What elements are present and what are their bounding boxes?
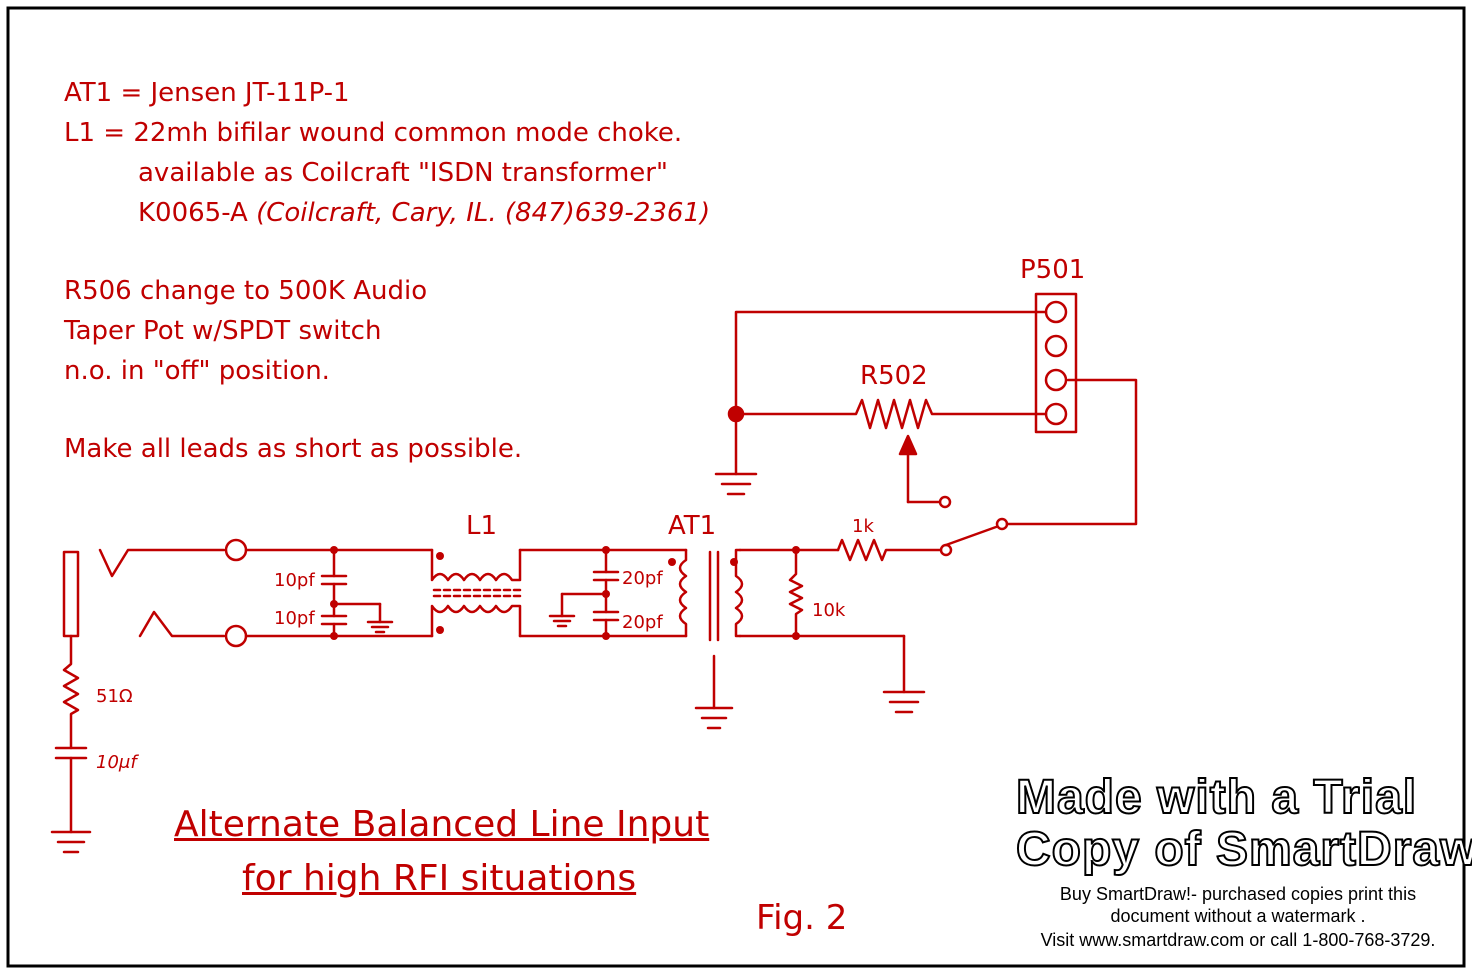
l1-dot-bottom	[436, 626, 444, 634]
watermark-copy-text: document without a watermark .	[1110, 906, 1366, 926]
at1-primary	[678, 548, 688, 638]
figure-number: Fig. 2	[756, 898, 848, 938]
p501-pin-2	[1044, 334, 1068, 358]
junction-dot	[727, 405, 745, 423]
r502-potentiometer	[734, 398, 1048, 430]
note-part-number: K0065-A (Coilcraft, Cary, IL. (847)639-2…	[138, 198, 710, 228]
resistor-1k	[836, 538, 942, 562]
terminal-top	[224, 538, 248, 562]
l1-dot-top	[436, 552, 444, 560]
note-taper-pot: Taper Pot w/SPDT switch	[64, 316, 382, 346]
label-cap-20pf-top: 20pf	[622, 568, 663, 589]
label-1k: 1k	[852, 516, 874, 537]
note-part-code: K0065-A	[138, 198, 248, 228]
ground-symbol-right	[882, 690, 926, 714]
p501-pin-1	[1044, 300, 1068, 324]
note-l1: L1 = 22mh bifilar wound common mode chok…	[64, 118, 683, 148]
label-at1: AT1	[668, 511, 716, 541]
label-10uf: 10μf	[96, 752, 139, 773]
note-off-position: n.o. in "off" position.	[64, 356, 330, 386]
l1-winding-top	[430, 548, 522, 582]
page-border	[6, 6, 1466, 968]
label-r502: R502	[860, 361, 928, 391]
note-short-leads: Make all leads as short as possible.	[64, 434, 523, 464]
p501-pin-4	[1044, 402, 1068, 426]
watermark-line1: Made with a Trial	[1015, 770, 1418, 825]
switch-contact-b	[995, 517, 1009, 531]
watermark-line2: Copy of SmartDraw	[1015, 822, 1472, 877]
resistor-10k	[788, 548, 804, 638]
r502-wiper-arrow	[898, 434, 918, 456]
ground-symbol-at1	[694, 706, 734, 730]
at1-dot-secondary	[730, 558, 738, 566]
jack-ring	[138, 610, 226, 638]
label-10k: 10k	[812, 600, 846, 621]
watermark-buy-text: Buy SmartDraw!- purchased copies print t…	[1059, 884, 1417, 904]
jack-sleeve	[62, 550, 80, 638]
note-part-contact: (Coilcraft, Cary, IL. (847)639-2361)	[256, 198, 711, 228]
p501-pin-3	[1044, 368, 1068, 392]
l1-winding-bottom	[430, 604, 522, 638]
at1-secondary	[734, 548, 744, 638]
note-at1: AT1 = Jensen JT-11P-1	[64, 78, 350, 108]
label-cap-10pf-bottom: 10pf	[274, 608, 315, 629]
resistor-51-ohm	[62, 634, 80, 750]
diagram-title-line2: for high RFI situations	[242, 858, 637, 899]
label-p501: P501	[1020, 255, 1085, 285]
switch-contact-a	[939, 543, 953, 557]
note-coilcraft: available as Coilcraft "ISDN transformer…	[138, 158, 668, 188]
r502-wiper-terminal	[938, 495, 952, 509]
label-l1: L1	[466, 511, 497, 541]
p501-connector	[1034, 292, 1078, 434]
diagram-title-line1: Alternate Balanced Line Input	[174, 804, 710, 845]
ground-symbol-pot	[714, 472, 758, 496]
note-r506: R506 change to 500K Audio	[64, 276, 428, 306]
ground-symbol-left	[50, 830, 92, 854]
at1-dot-primary	[668, 558, 676, 566]
label-cap-10pf-top: 10pf	[274, 570, 315, 591]
terminal-bottom	[224, 624, 248, 648]
label-cap-20pf-bottom: 20pf	[622, 612, 663, 633]
switch-blade	[944, 525, 998, 547]
label-51-ohm: 51Ω	[96, 686, 133, 707]
watermark-visit-link[interactable]: Visit www.smartdraw.com or call 1-800-76…	[1040, 930, 1436, 950]
jack-tip	[98, 548, 226, 578]
